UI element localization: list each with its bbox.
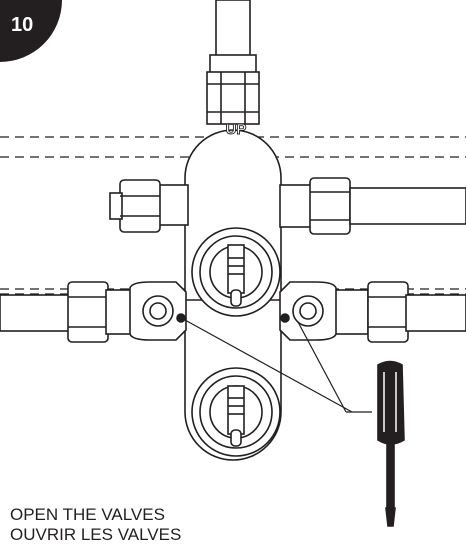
lower-left-pipe [0,281,137,343]
screwdriver-icon [377,360,405,527]
lower-cartridge [191,367,281,457]
step-badge: 10 [0,0,62,62]
valve-illustration: UP [0,0,466,527]
lower-right-pipe [331,281,466,343]
left-stop-valve [129,281,187,341]
top-pipe [206,0,260,125]
caption-english: OPEN THE VALVES [10,505,165,524]
instruction-caption: OPEN THE VALVES OUVRIR LES VALVES [10,505,181,545]
right-stop-valve [279,281,337,341]
up-label: UP [226,121,247,138]
upper-cartridge [191,227,281,317]
pointer-lines [184,319,372,413]
upper-left-connector [109,179,189,233]
step-number: 10 [11,14,34,36]
upper-right-pipe [279,177,466,235]
caption-french: OUVRIR LES VALVES [10,525,182,544]
